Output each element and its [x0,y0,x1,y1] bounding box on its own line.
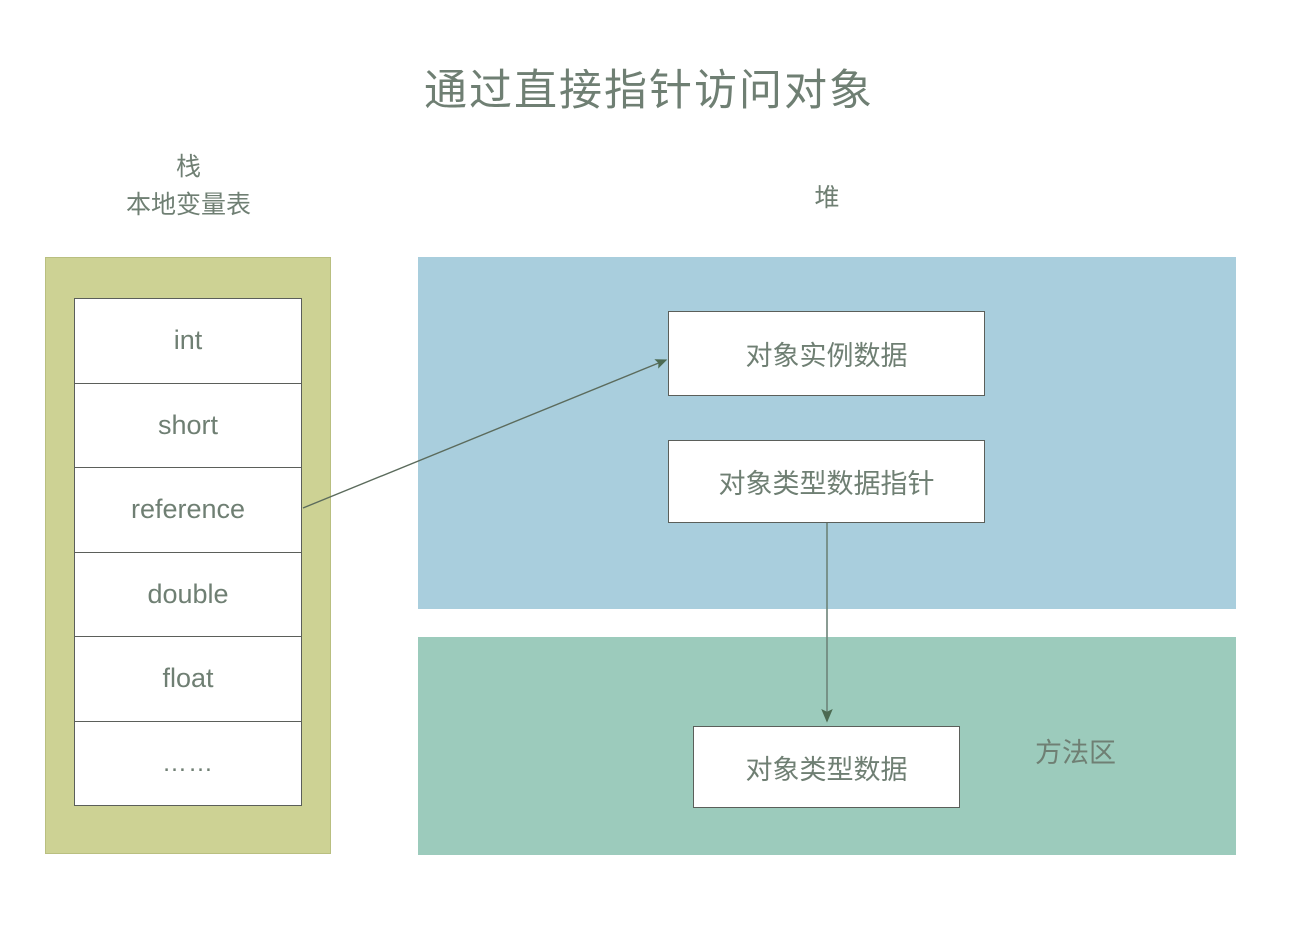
stack-label-line2: 本地变量表 [125,191,251,219]
local-variable-table: int short reference double float …… [74,298,302,806]
stack-label-line1: 栈 [175,153,201,181]
heap-label: 堆 [814,184,840,212]
stack-slot-reference: reference [75,468,301,553]
stack-slot-int: int [75,299,301,384]
heap-region [418,257,1236,609]
method-area-caption: 方法区 [1035,738,1116,768]
object-instance-data-box: 对象实例数据 [668,311,985,396]
stack-slot-float: float [75,637,301,722]
stack-slot-short: short [75,384,301,468]
page-title: 通过直接指针访问对象 [424,67,874,115]
object-type-data-box: 对象类型数据 [693,726,960,808]
stack-slot-double: double [75,553,301,637]
object-type-data-pointer-box: 对象类型数据指针 [668,440,985,523]
stack-slot-ellipsis: …… [162,748,214,777]
stack-label: 栈 本地变量表 [45,148,332,224]
